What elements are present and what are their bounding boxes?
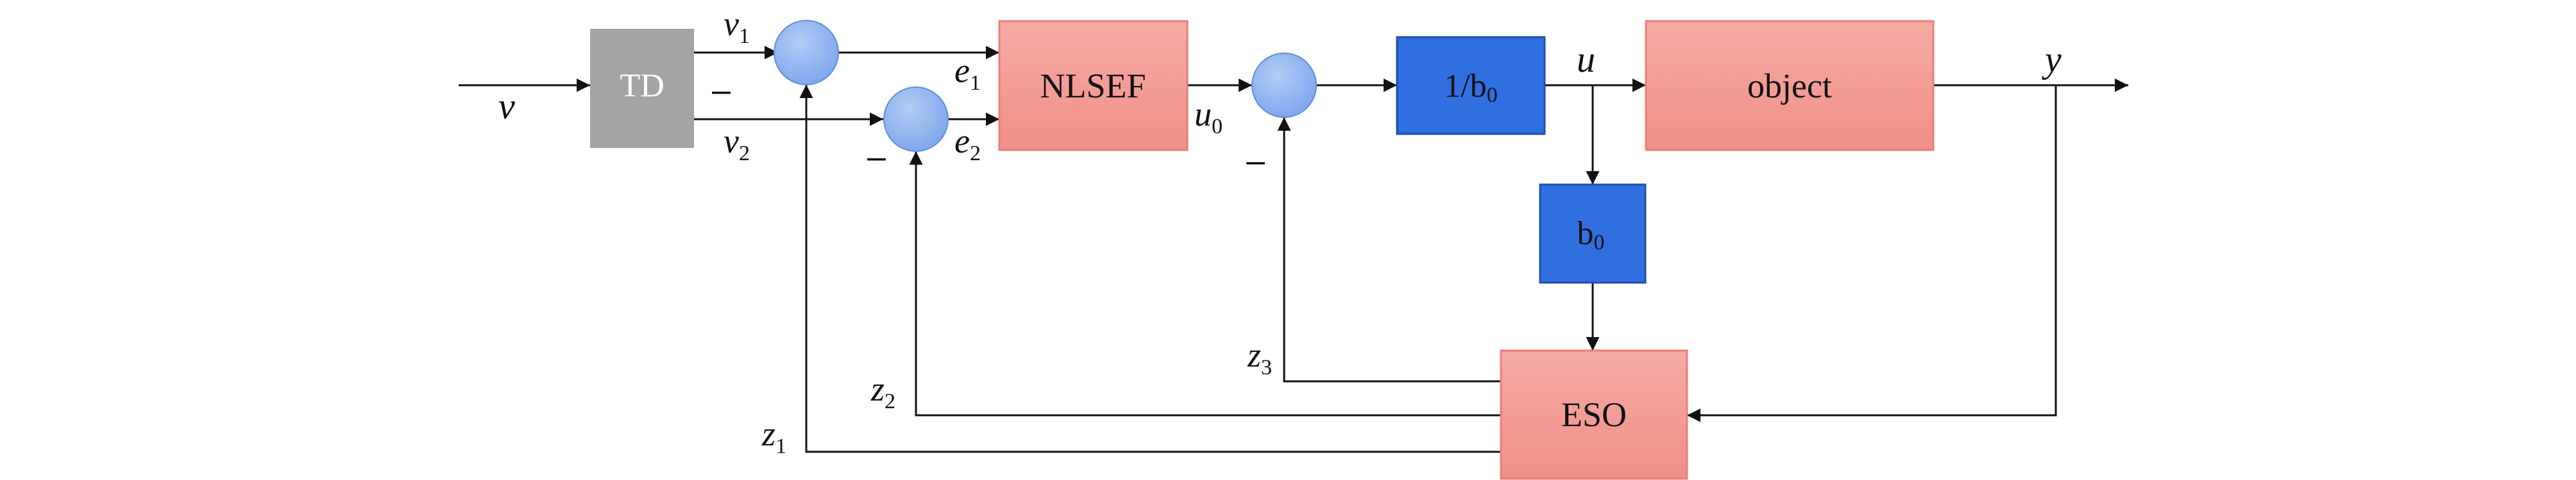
nlsef-block-rect — [998, 20, 1189, 151]
signal-e2-sub: 2 — [970, 142, 981, 165]
wire-y-to-eso — [1687, 85, 2057, 422]
signal-z1-sub: 1 — [775, 434, 786, 458]
inv-b0-label: 1/b0 — [1444, 68, 1497, 107]
signal-e1-base: e — [954, 51, 970, 90]
inv-b0-block-rect — [1396, 36, 1546, 135]
signal-e1: e1 — [954, 51, 981, 95]
sum-junction-3 — [1251, 53, 1317, 118]
signal-z3-base: z — [1247, 336, 1261, 374]
signal-z3-sub: 3 — [1261, 356, 1272, 379]
signal-z2: z2 — [870, 370, 895, 413]
signal-e2-base: e — [954, 122, 970, 160]
eso-block: ESO — [1500, 349, 1688, 480]
signal-v1-sub: 1 — [739, 24, 750, 48]
signal-u0-sub: 0 — [1212, 115, 1223, 138]
nlsef-block: NLSEF — [998, 20, 1189, 151]
signal-z2-base: z — [870, 370, 885, 408]
b0-label-base: b — [1577, 215, 1594, 252]
signal-v1: v1 — [724, 4, 750, 48]
eso-label: ESO — [1561, 395, 1627, 434]
signal-z3: z3 — [1247, 336, 1272, 379]
wire-z1-to-sum1 — [799, 85, 1501, 453]
b0-label: b0 — [1577, 215, 1605, 254]
signal-y: y — [2042, 38, 2062, 80]
td-block: TD — [590, 29, 694, 148]
minus-sign-sum3: – — [1246, 142, 1265, 179]
sum-junction-2 — [883, 87, 949, 152]
td-label: TD — [620, 68, 664, 104]
signal-v2-sub: 2 — [739, 142, 750, 165]
b0-block: b0 — [1539, 183, 1647, 284]
nlsef-label: NLSEF — [1040, 67, 1146, 105]
wire-z2-to-sum2 — [909, 151, 1501, 417]
signal-v: v — [498, 85, 515, 127]
signal-e1-sub: 1 — [970, 71, 981, 95]
signal-u0: u0 — [1194, 95, 1223, 138]
signal-z2-sub: 2 — [885, 390, 895, 413]
signal-v2: v2 — [724, 122, 750, 165]
signal-u: u — [1577, 38, 1595, 80]
wire-z3-to-sum3 — [1277, 117, 1501, 383]
b0-label-sub: 0 — [1594, 231, 1605, 254]
inv-b0-label-base: 1/b — [1444, 68, 1486, 104]
inv-b0-block: 1/b0 — [1396, 36, 1546, 135]
inv-b0-label-sub: 0 — [1487, 83, 1498, 107]
wires — [459, 46, 2128, 453]
signal-u0-base: u — [1194, 95, 1212, 133]
signal-v1-base: v — [724, 4, 739, 43]
minus-sign-sum2: – — [867, 138, 886, 176]
td-block-rect — [590, 29, 694, 148]
signal-v2-base: v — [724, 122, 739, 160]
minus-sign-sum1: – — [712, 72, 731, 109]
b0-block-rect — [1539, 183, 1647, 284]
signal-e2: e2 — [954, 122, 981, 165]
object-label: object — [1747, 67, 1832, 105]
signal-z1-base: z — [761, 415, 775, 453]
sum-junction-1 — [774, 20, 839, 85]
object-block-rect — [1645, 20, 1935, 151]
signal-z1: z1 — [761, 415, 786, 458]
object-block: object — [1645, 20, 1935, 151]
eso-block-rect — [1500, 349, 1688, 480]
